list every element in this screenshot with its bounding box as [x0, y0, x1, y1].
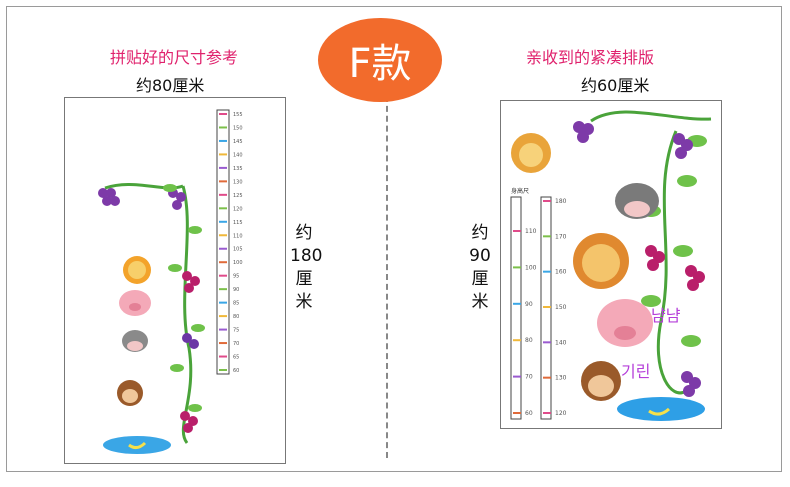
- ruler-tick-label: 85: [233, 301, 239, 307]
- ruler-tick-label: 110: [233, 233, 243, 239]
- ruler-tick-label: 160: [555, 269, 567, 276]
- ruler-tick-label: 140: [233, 152, 243, 158]
- ruler-tick-label: 140: [555, 339, 567, 346]
- pig-icon: [119, 290, 151, 316]
- ruler-tick-label: 105: [233, 247, 243, 253]
- pond-icon: [103, 436, 171, 454]
- compact-layout-panel: 냠냠 기린 身高尺 110 100 90 80 70 60 180 170 160 150 140 1…: [500, 100, 722, 429]
- ruler-tick-label: 120: [555, 410, 567, 417]
- ruler-tick-label: 130: [555, 375, 567, 382]
- colorful-text-1: 냠냠: [651, 306, 681, 325]
- left-height-label: 约 180 厘 米: [290, 223, 323, 312]
- lion-icon: [511, 133, 551, 173]
- ruler-tick-label: 80: [233, 314, 239, 320]
- ruler-tick-label: 125: [233, 193, 243, 199]
- ruler-tick-label: 90: [525, 301, 533, 308]
- ruler-tick-label: 100: [525, 264, 537, 271]
- ruler-tick-label: 95: [233, 274, 239, 280]
- assembled-sticker-illustration: 155 150 145 140 135 130 125 120 115 110 105 100 95 90…: [98, 109, 243, 454]
- compact-layout-illustration: 냠냠 기린 身高尺 110 100 90 80 70 60 180 170 160 150 140 1…: [510, 110, 712, 421]
- ruler-tick-label: 135: [233, 166, 243, 172]
- ruler-tick-label: 70: [233, 341, 239, 347]
- center-divider: [386, 96, 388, 458]
- ruler-tick-label: 155: [233, 112, 243, 118]
- monkey-icon: [117, 380, 143, 406]
- page-frame: [6, 6, 782, 472]
- ruler-tick-label: 115: [233, 220, 243, 226]
- cow-icon: [615, 183, 659, 219]
- pig-icon: [597, 299, 653, 347]
- ruler-tick-label: 180: [555, 198, 567, 205]
- ruler-tick-label: 150: [555, 304, 567, 311]
- ruler-tick-label: 60: [525, 410, 533, 417]
- right-caption: 亲收到的紧凑排版: [526, 48, 655, 67]
- ruler-tick-label: 130: [233, 179, 243, 185]
- ruler-tick-label: 120: [233, 206, 243, 212]
- ruler-tick-label: 145: [233, 139, 243, 145]
- assembled-sticker-panel: 155 150 145 140 135 130 125 120 115 110 105 100 95 90…: [64, 97, 286, 464]
- ruler-tick-label: 60: [233, 368, 239, 374]
- pond-icon: [617, 397, 705, 421]
- right-height-label: 约 90 厘 米: [469, 223, 491, 312]
- lion-icon: [123, 256, 151, 284]
- ruler-tick-label: 70: [525, 374, 533, 381]
- style-badge: F款: [318, 18, 442, 102]
- left-caption: 拼贴好的尺寸参考: [110, 48, 239, 67]
- left-width-label: 约80厘米: [136, 76, 205, 95]
- ruler-tick-label: 75: [233, 328, 239, 334]
- monkey-icon: [581, 361, 621, 401]
- ruler-tick-label: 100: [233, 260, 243, 266]
- cow-icon: [122, 330, 148, 352]
- ruler-tick-label: 90: [233, 287, 239, 293]
- ruler-tick-label: 150: [233, 125, 243, 131]
- ruler-tick-label: 110: [525, 228, 537, 235]
- ruler-tick-label: 170: [555, 233, 567, 240]
- ruler-tick-label: 80: [525, 337, 533, 344]
- ruler-tick-label: 65: [233, 355, 239, 361]
- right-width-label: 约60厘米: [581, 76, 650, 95]
- lion-icon-large: [573, 233, 629, 289]
- ruler-header-text: 身高尺: [511, 187, 529, 195]
- colorful-text-2: 기린: [621, 362, 650, 381]
